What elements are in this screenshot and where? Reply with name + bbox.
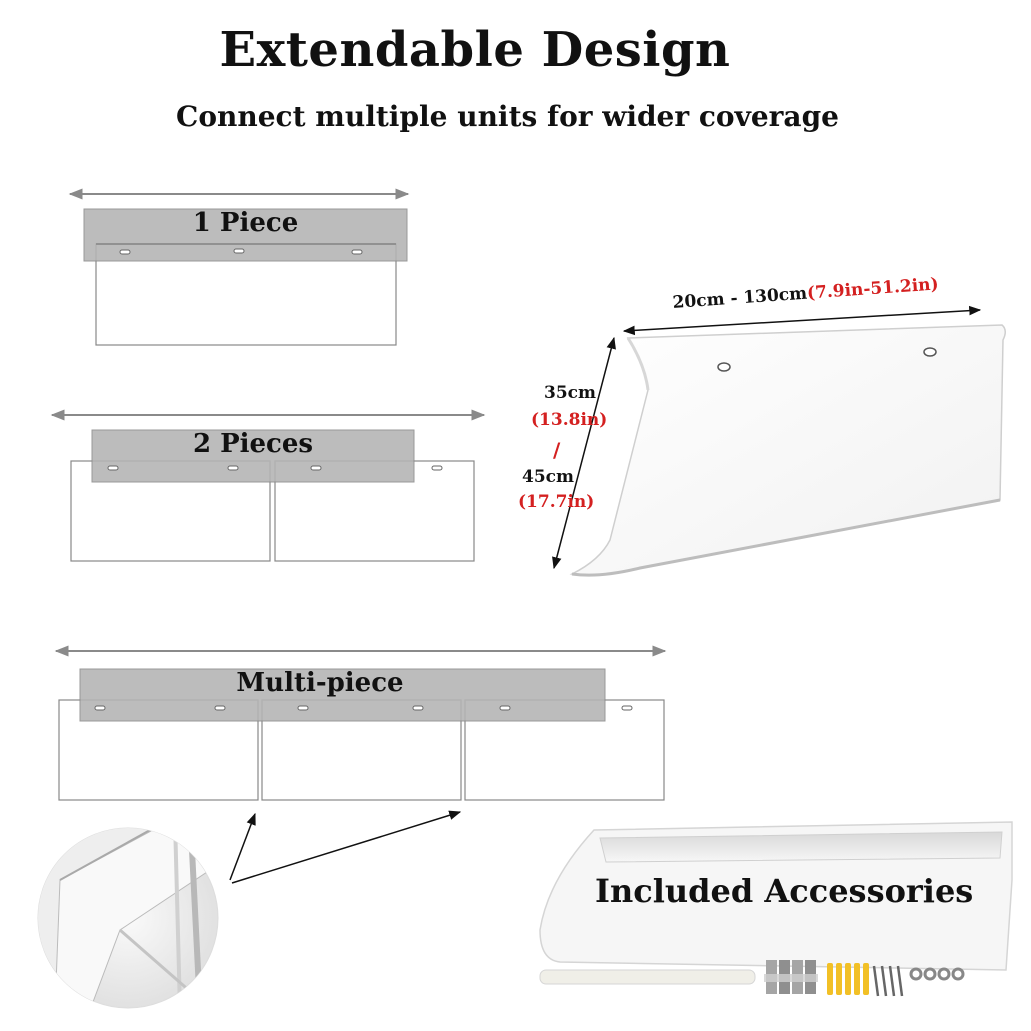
one-piece-label: 1 Piece [192, 208, 299, 238]
screw-hole [923, 347, 937, 357]
connector-closeup [37, 810, 462, 1009]
two-pieces-diagram [50, 409, 486, 562]
height-max-metric: 45cm [522, 467, 574, 487]
two-pieces-label: 2 Pieces [192, 429, 314, 459]
height-min-imperial: (13.8in) [531, 410, 608, 430]
page-subtitle: Connect multiple units for wider coverag… [176, 100, 839, 133]
multi-piece-diagram [54, 645, 667, 801]
accessories-illustration [539, 821, 1013, 997]
washers [909, 967, 965, 981]
pointer-arrow [229, 812, 256, 881]
connector-strip [539, 969, 756, 985]
slot [233, 248, 245, 254]
mount-bar [79, 668, 606, 722]
slot [351, 249, 363, 255]
accessories-title: Included Accessories [595, 872, 974, 910]
slot [119, 249, 131, 255]
panel-product-illustration [552, 305, 1006, 577]
width-dimension-arrow [622, 305, 982, 336]
page-title: Extendable Design [219, 22, 731, 78]
bracket-set [764, 960, 818, 994]
height-max-imperial: (17.7in) [518, 492, 595, 512]
mount-bar [91, 429, 415, 483]
one-piece-diagram [68, 188, 410, 346]
screws [872, 965, 904, 997]
screw-hole [717, 362, 731, 372]
multi-piece-label: Multi-piece [236, 668, 404, 698]
pointer-arrow [231, 810, 462, 884]
acrylic-panel [569, 324, 1006, 576]
height-dimension-arrow [552, 336, 616, 570]
height-separator: / [553, 438, 561, 462]
wall-anchors [827, 963, 869, 995]
height-min-metric: 35cm [544, 383, 596, 403]
